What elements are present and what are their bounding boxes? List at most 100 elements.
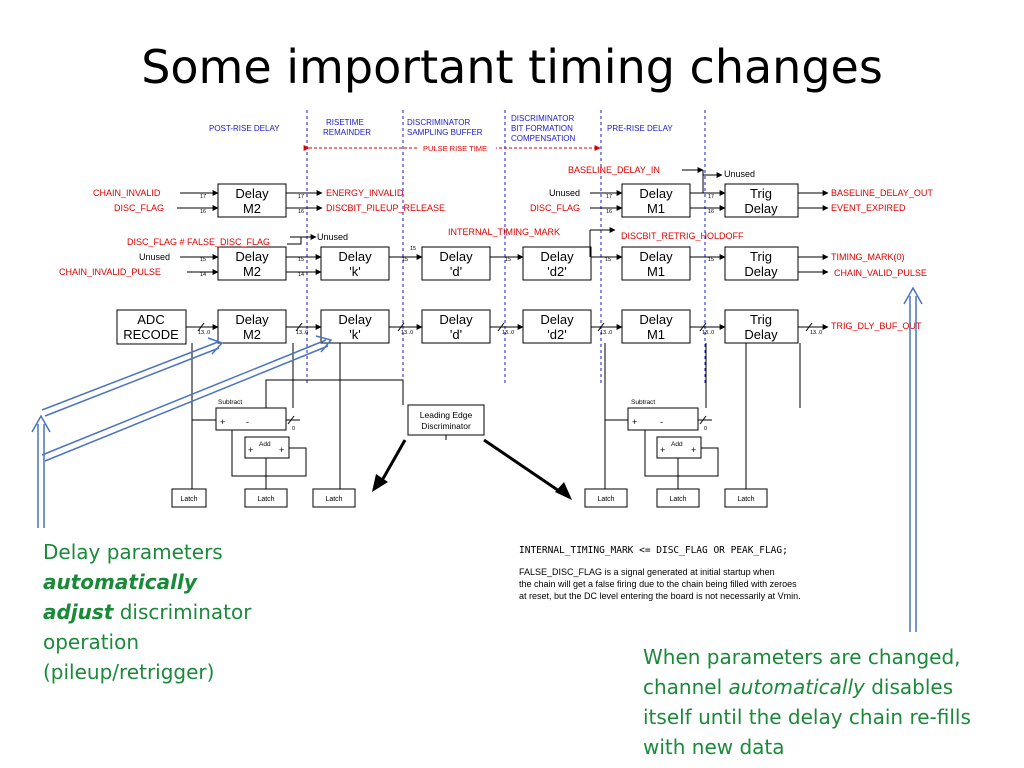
- footnote-line-1: FALSE_DISC_FLAG is a signal generated at…: [519, 567, 775, 577]
- note-right-l1: When parameters are changed,: [643, 645, 961, 669]
- blk-m2-r1: M2: [243, 201, 261, 216]
- sig-event-expired: EVENT_EXPIRED: [831, 203, 906, 213]
- blocks: [116, 183, 799, 508]
- bus-16a: 16: [200, 209, 206, 215]
- blk-d-r2: 'd': [450, 264, 462, 279]
- note-right: When parameters are changed, channel aut…: [643, 642, 971, 762]
- latch-1: Latch: [180, 496, 197, 503]
- blk-delay-r1: Delay: [235, 186, 269, 201]
- note-left-l2: automatically: [43, 570, 197, 594]
- subtract-right: Subtract: [631, 399, 655, 406]
- latch-4: Latch: [597, 496, 614, 503]
- bus-130b: 13..0: [296, 330, 308, 336]
- blk-delay-r3d: Delay: [540, 312, 574, 327]
- sig-pileup-release: DISCBIT_PILEUP_RELEASE: [326, 203, 445, 213]
- bus-130d: 13..0: [502, 330, 514, 336]
- right-callout-arrow: [903, 286, 923, 632]
- header-disc-bit-3: COMPENSATION: [511, 134, 576, 143]
- led-label-1: Leading Edge: [420, 410, 473, 420]
- blk-delay-r2d: Delay: [540, 249, 574, 264]
- sig-retrig-holdoff: DISCBIT_RETRIG_HOLDOFF: [621, 231, 744, 241]
- bus-slashes: [197, 322, 813, 425]
- header-disc-bit-2: BIT FORMATION: [511, 124, 573, 133]
- bus-17c: 17: [606, 194, 612, 200]
- subtract-left: Subtract: [218, 399, 242, 406]
- add-l-plus-b: +: [279, 445, 284, 455]
- sig-baseline-out: BASELINE_DELAY_OUT: [831, 188, 933, 198]
- add-r-plus-b: +: [691, 445, 696, 455]
- latch-6: Latch: [737, 496, 754, 503]
- blk-delay-r1b: Delay: [639, 186, 673, 201]
- sig-chain-invalid: CHAIN_INVALID: [93, 188, 161, 198]
- bus-130a: 13..0: [198, 330, 210, 336]
- blk-trig-r1: Trig: [750, 186, 772, 201]
- latch-3: Latch: [325, 496, 342, 503]
- add-right: Add: [671, 441, 683, 448]
- bus-17b: 17: [298, 194, 304, 200]
- blk-m2-r2: M2: [243, 264, 261, 279]
- sig-internal-timing: INTERNAL_TIMING_MARK: [448, 227, 560, 237]
- add-l-plus-a: +: [248, 445, 253, 455]
- blk-d-r3: 'd': [450, 327, 462, 342]
- sig-timing-mark: TIMING_MARK(0): [831, 252, 905, 262]
- bus-16d: 16: [708, 209, 714, 215]
- blk-trig-r2: Trig: [750, 249, 772, 264]
- bus-14b: 14: [298, 272, 304, 278]
- sig-unused-2: Unused: [724, 169, 755, 179]
- blk-m1-r3: M1: [647, 327, 665, 342]
- sig-unused-4: Unused: [317, 232, 348, 242]
- blk-delay-r3c: Delay: [439, 312, 473, 327]
- latch-2: Latch: [257, 496, 274, 503]
- blk-delay-r3e: Delay: [639, 312, 673, 327]
- header-post-rise: POST-RISE DELAY: [209, 124, 280, 133]
- section-dividers: [306, 110, 706, 385]
- bus-15b: 15: [298, 257, 304, 263]
- sig-disc-flag-1: DISC_FLAG: [114, 203, 164, 213]
- bus-15c: 15: [402, 257, 408, 263]
- blk-trigdelay-r1: Delay: [744, 201, 778, 216]
- blk-k-r2: 'k': [349, 264, 360, 279]
- sig-chain-invalid-pulse: CHAIN_INVALID_PULSE: [59, 267, 161, 277]
- bus-130c: 13..0: [401, 330, 413, 336]
- header-disc-bit-1: DISCRIMINATOR: [511, 114, 574, 123]
- blk-m1-r1: M1: [647, 201, 665, 216]
- blk-delay-r2e: Delay: [639, 249, 673, 264]
- bus-130f: 13..0: [702, 330, 714, 336]
- bus-15f: 15: [605, 257, 611, 263]
- bus-15d: 15: [410, 246, 416, 252]
- note-left-l5: (pileup/retrigger): [43, 660, 215, 684]
- left-callout-arrows: [31, 335, 333, 528]
- blk-d2-r3: 'd2': [547, 327, 566, 342]
- sig-disc-flag-2: DISC_FLAG: [530, 203, 580, 213]
- bus-17a: 17: [200, 194, 206, 200]
- blk-k-r3: 'k': [349, 327, 360, 342]
- pulse-rise-time: PULSE RISE TIME: [423, 144, 487, 153]
- blk-delay-r3a: Delay: [235, 312, 269, 327]
- blk-delay-r2c: Delay: [439, 249, 473, 264]
- note-left-l4: operation: [43, 630, 140, 654]
- blk-m2-r3: M2: [243, 327, 261, 342]
- footnote-line-2: the chain will get a false firing due to…: [519, 579, 797, 589]
- add-left: Add: [259, 441, 271, 448]
- note-left-l1: Delay parameters: [43, 540, 223, 564]
- note-right-l2a: channel: [643, 675, 729, 699]
- footnote-line-3: at reset, but the DC level entering the …: [519, 591, 801, 601]
- sig-baseline-in: BASELINE_DELAY_IN: [568, 165, 660, 175]
- bus-16c: 16: [606, 209, 612, 215]
- note-left-l3a: adjust: [43, 600, 114, 624]
- note-left-l3b: discriminator: [113, 600, 252, 624]
- sub-r-minus: -: [660, 417, 663, 427]
- blk-trig-r3: Trig: [750, 312, 772, 327]
- bus-15e: 15: [505, 257, 511, 263]
- bus-17d: 17: [708, 194, 714, 200]
- equation: INTERNAL_TIMING_MARK <= DISC_FLAG OR PEA…: [519, 545, 788, 556]
- blk-d2-r2: 'd2': [547, 264, 566, 279]
- header-disc-samp-1: DISCRIMINATOR: [407, 118, 470, 127]
- sub-r-plus: +: [632, 417, 637, 427]
- blk-delay-r3b: Delay: [338, 312, 372, 327]
- led-label-2: Discriminator: [421, 421, 471, 431]
- note-left: Delay parameters automatically adjust di…: [43, 537, 251, 687]
- blk-recode: RECODE: [123, 327, 179, 342]
